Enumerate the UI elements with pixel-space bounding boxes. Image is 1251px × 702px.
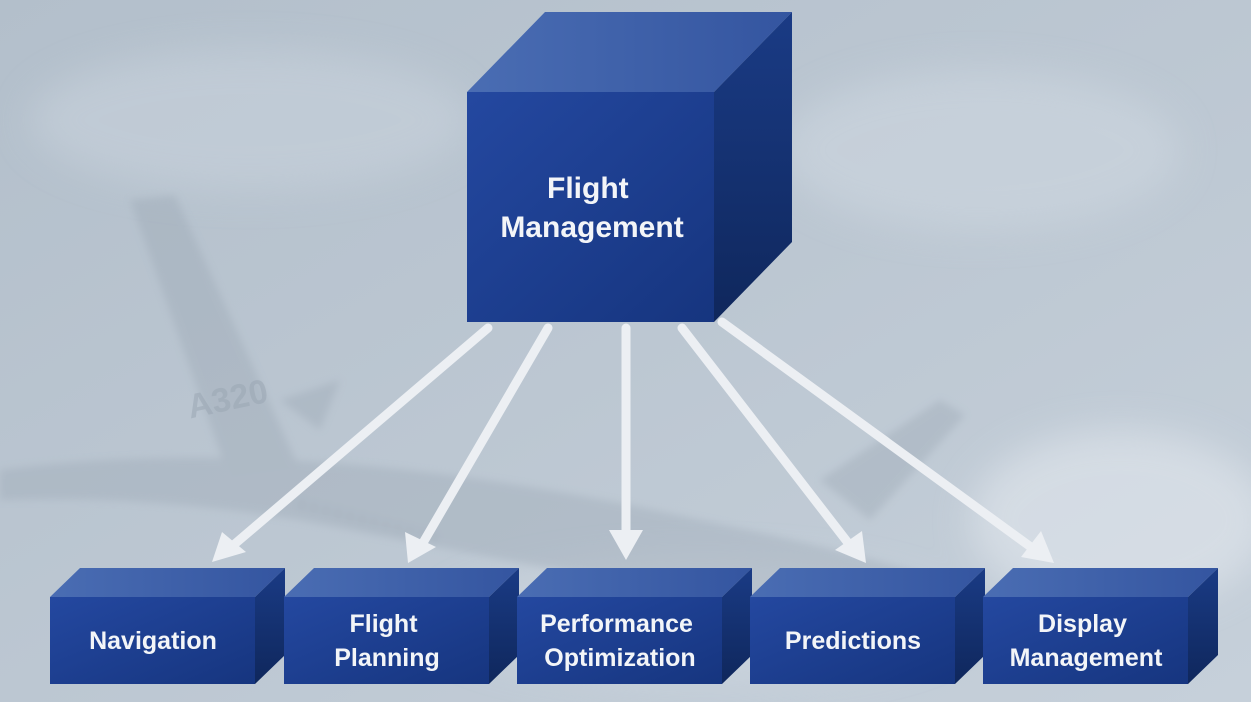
child-box-side-face bbox=[1188, 568, 1218, 684]
performance-optimization-label-line-1: Performance bbox=[540, 610, 693, 638]
arrow-to-flight-planning bbox=[405, 323, 553, 563]
child-box-front-face bbox=[750, 597, 955, 684]
flight-planning-label-line-2: Planning bbox=[334, 644, 440, 672]
child-box-side-face bbox=[489, 568, 519, 684]
arrow-to-predictions bbox=[677, 323, 866, 563]
navigation-label: Navigation bbox=[89, 627, 217, 655]
display-management-label-line-1: Display bbox=[1038, 610, 1127, 638]
display-management-label-line-2: Management bbox=[1010, 644, 1163, 672]
arrow-to-display-management bbox=[717, 317, 1054, 563]
child-box-display-management: Display Management bbox=[983, 568, 1218, 684]
child-box-performance-optimization: Performance Optimization bbox=[517, 568, 752, 684]
child-box-front-face bbox=[983, 597, 1188, 684]
child-box-top-face bbox=[50, 568, 285, 597]
arrows bbox=[212, 317, 1054, 563]
child-box-side-face bbox=[955, 568, 985, 684]
child-box-top-face bbox=[750, 568, 985, 597]
child-box-label: Display Management bbox=[1010, 610, 1163, 672]
child-box-predictions: Predictions bbox=[750, 568, 985, 684]
root-box-label: Flight Management bbox=[500, 172, 683, 244]
root-box-top-face bbox=[467, 12, 792, 92]
child-box-front-face bbox=[517, 597, 722, 684]
arrow-down-icon bbox=[1021, 531, 1054, 563]
child-box-front-face bbox=[284, 597, 489, 684]
child-box-top-face bbox=[517, 568, 752, 597]
child-box-label: Performance Optimization bbox=[540, 610, 700, 672]
arrow-down-icon bbox=[835, 531, 866, 563]
child-box-navigation: Navigation bbox=[50, 568, 285, 684]
arrow-down-icon bbox=[212, 532, 246, 562]
child-box-side-face bbox=[722, 568, 752, 684]
child-box-label: Predictions bbox=[785, 627, 921, 655]
child-box-top-face bbox=[284, 568, 519, 597]
flight-planning-label-line-1: Flight bbox=[350, 610, 419, 638]
child-box-top-face bbox=[983, 568, 1218, 597]
root-box-front-face bbox=[467, 92, 714, 322]
root-box-flight-management: Flight Management bbox=[467, 12, 792, 322]
child-box-label: Navigation bbox=[89, 627, 217, 655]
arrow-down-icon bbox=[405, 532, 436, 563]
child-box-label: Flight Planning bbox=[334, 610, 440, 672]
child-box-front-face bbox=[50, 597, 255, 684]
arrow-down-icon bbox=[609, 530, 643, 560]
child-box-side-face bbox=[255, 568, 285, 684]
root-box-side-face bbox=[714, 12, 792, 322]
arrow-to-navigation bbox=[212, 323, 493, 562]
root-label-line-1: Flight bbox=[547, 172, 629, 205]
arrow-to-performance-optimization bbox=[609, 323, 643, 560]
performance-optimization-label-line-2: Optimization bbox=[544, 644, 695, 672]
child-box-flight-planning: Flight Planning bbox=[284, 568, 519, 684]
root-label-line-2: Management bbox=[500, 211, 683, 244]
predictions-label: Predictions bbox=[785, 627, 921, 655]
